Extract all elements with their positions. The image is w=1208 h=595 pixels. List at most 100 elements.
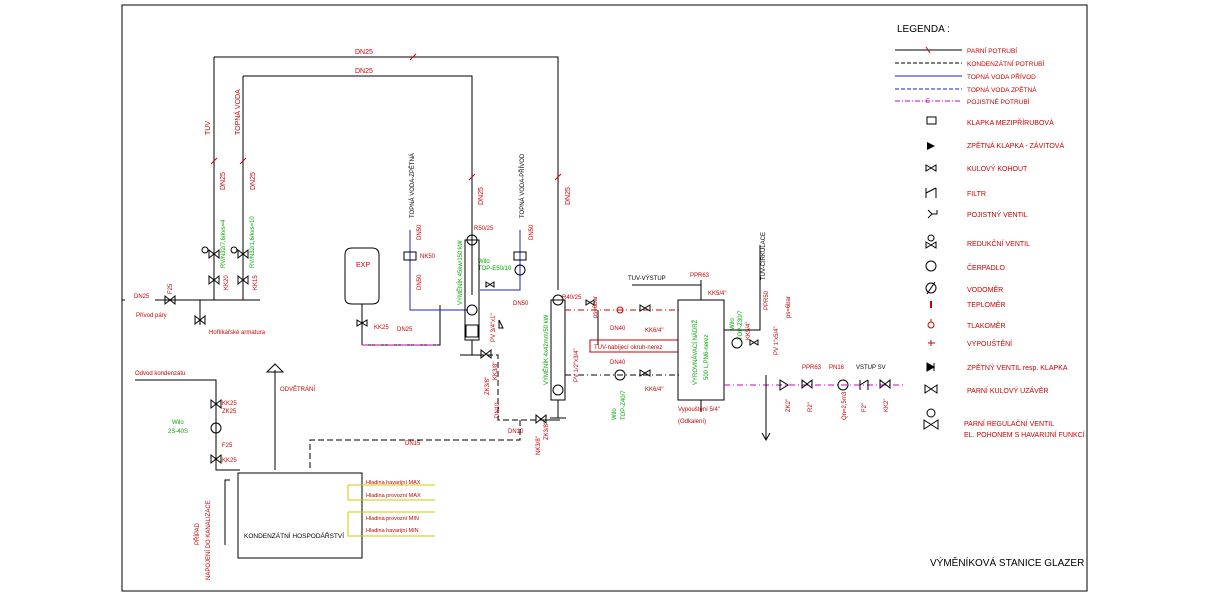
legend-symbol-label: POJISTNÝ VENTIL xyxy=(967,210,1028,219)
ball-valve-icon xyxy=(356,319,368,327)
drawing-frame xyxy=(121,4,1088,592)
component-label: F25 xyxy=(222,443,233,449)
legend-symbol-label: REDUKČNÍ VENTIL xyxy=(967,239,1030,248)
water-meter-icon xyxy=(925,281,937,295)
component-label: ZK25 xyxy=(222,409,237,415)
component-label: NK50 xyxy=(420,254,436,260)
legend-heading: LEGENDA : xyxy=(897,24,950,35)
legend-line-label: PARNÍ POTRUBÍ xyxy=(967,46,1017,55)
legend-symbol-label: PARNÍ REGULAČNÍ VENTIL xyxy=(964,419,1054,428)
ball-valve-icon xyxy=(237,274,249,286)
pipe-label: TUV-VÝSTUP xyxy=(628,275,666,282)
actuator-icon xyxy=(201,246,209,254)
component-label: PN16 xyxy=(829,365,845,371)
component-label: R2" xyxy=(808,402,814,412)
thermometer-icon xyxy=(930,301,932,308)
check-valve-icon xyxy=(926,362,936,372)
pipe-label: DN25 xyxy=(250,172,257,190)
legend-line-label: TOPNÁ VODA ZPĚTNÁ xyxy=(967,85,1037,94)
pipe-label: TOPNÁ VODA xyxy=(233,89,242,135)
component-label: RV/N32/1,6/kvs=10 xyxy=(250,216,256,268)
ball-valve-icon xyxy=(208,274,220,286)
drain-icon xyxy=(928,340,935,346)
component-label: KK25 xyxy=(222,458,237,464)
pipe-label: DN50 xyxy=(417,224,423,240)
steam-inlet xyxy=(122,246,260,326)
pipe-label: DN25 xyxy=(355,49,373,56)
pipe-label: TOPNÁ VODA-ZPĚTNÁ xyxy=(408,153,416,218)
legend-line-label: KONDENZÁTNÍ POTRUBÍ xyxy=(967,59,1044,68)
component-label: PV 1/2"x3/4" xyxy=(574,348,580,382)
pipe-label: DN10 xyxy=(495,402,501,418)
pipe-label: NAPOJENÍ DO KANALIZACE xyxy=(205,500,212,580)
legend-symbol-label: EL. POHONEM S HAVARIJNÍ FUNKCÍ xyxy=(964,430,1085,439)
component-label: PPR63 xyxy=(690,273,710,279)
component-label: F2" xyxy=(862,403,868,412)
pressure-gauge-icon xyxy=(927,319,935,329)
pipe-label: Přívod páry xyxy=(136,313,167,319)
pipe-label: DN40 xyxy=(610,326,626,332)
ball-valve-icon xyxy=(879,378,891,390)
component-label: F25 xyxy=(168,283,174,294)
component-label: (Odkalení) xyxy=(678,419,706,425)
drawing-title: VÝMĚNÍKOVÁ STANICE GLAZER xyxy=(930,556,1084,569)
tank-label: VYROVNÁVACÍ NÁDRŽ xyxy=(691,319,699,385)
component-label: VÝMĚNÍK 4x42mm/50 kW xyxy=(542,314,550,385)
pipe-label: DN40 xyxy=(610,360,626,366)
ball-valve-icon xyxy=(480,348,492,360)
component-label: R50/25 xyxy=(474,226,494,232)
reducing-valve-icon xyxy=(925,234,937,249)
level-label: Hladina havarijní MAX xyxy=(366,480,421,486)
legend-symbol-label: ČERPADLO xyxy=(967,263,1006,272)
component-label: KK20 xyxy=(224,275,230,290)
pipe-label: Odvod kondenzátu xyxy=(135,371,185,377)
ball-valve-icon xyxy=(164,294,176,306)
component-label: KK3/8" xyxy=(493,362,499,380)
legend-symbol-label: KULOVÝ KOHOUT xyxy=(967,164,1028,173)
component-label: Wilo xyxy=(478,259,490,265)
pipe-label: DN15 xyxy=(405,441,421,447)
component-label: KK15 xyxy=(253,275,259,290)
component-label: KK5/4" xyxy=(708,291,726,297)
pump-icon xyxy=(514,264,526,276)
pipe-label: TUV-CIRKULACE xyxy=(761,232,767,280)
component-label: KK6/4" xyxy=(645,328,663,334)
component-label: Hořlíkářské armatura xyxy=(209,330,266,336)
legend-symbol-label: VODOMĚR xyxy=(967,285,1003,294)
component-label: RV/N32/7,6/kvs=4 xyxy=(221,219,227,268)
component-label: 2S-40S xyxy=(168,429,188,435)
component-label: TOP-Z40/7 xyxy=(621,390,627,420)
level-label: Hladina provozní MAX xyxy=(366,493,421,499)
legend-symbol-label: PARNÍ KULOVÝ UZÁVĚR xyxy=(967,386,1049,395)
reducing-valve-icon xyxy=(801,378,813,390)
level-label: Hladina provozní MIN xyxy=(366,516,419,522)
pipe-label: ODVĚTRÁNÍ xyxy=(280,385,315,393)
condensate-tank xyxy=(237,472,363,559)
component-label: KK6/4" xyxy=(645,387,663,393)
ball-valve-icon xyxy=(749,339,759,346)
component-label: R40/25 xyxy=(562,295,582,301)
pipe-label: DN25 xyxy=(355,68,373,75)
expansion-vessel-label: EXP xyxy=(356,262,370,269)
component-label: Vypouštění 5/4" xyxy=(678,407,720,413)
level-label: Hladina havarijní MIN xyxy=(366,528,419,534)
pipe-label: DN25 xyxy=(397,327,413,333)
component-label: TOP-E50/10 xyxy=(478,266,512,272)
flange-damper-icon xyxy=(403,251,417,261)
heat-exchanger-2 xyxy=(550,294,566,419)
check-flap-icon xyxy=(927,142,935,150)
component-label: ZK2" xyxy=(786,399,792,412)
component-label: KK2" xyxy=(884,399,890,412)
component-label: NK3/8" xyxy=(536,436,542,455)
pump-icon xyxy=(731,337,743,349)
legend-symbol-label: ZPĚTNÝ VENTIL resp. KLAPKA xyxy=(967,363,1068,372)
component-label: Wilo xyxy=(730,318,736,330)
pipe-label: DN10 xyxy=(508,429,524,435)
component-label: ps=6bar xyxy=(786,296,792,318)
flange-damper-icon xyxy=(513,251,527,261)
flange-damper-icon xyxy=(926,116,937,125)
pipe-label: DN25 xyxy=(220,172,227,190)
tank-label: 500 L,PN6-nerez xyxy=(704,335,710,380)
ball-valve-icon xyxy=(194,314,206,326)
